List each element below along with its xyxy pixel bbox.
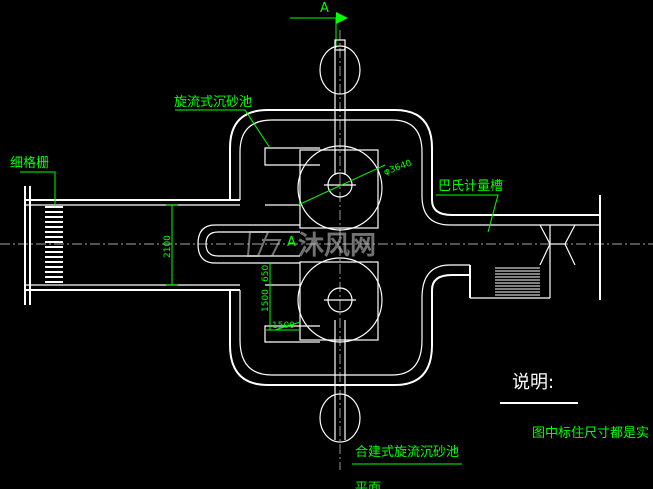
outer-structure (229, 109, 600, 386)
drawing-subtitle: 平面 (355, 481, 381, 489)
section-mark-top-label: A (320, 1, 329, 16)
dim-3640: φ3640 (383, 158, 414, 177)
flume-stairs (495, 267, 540, 296)
watermark-text: 沐风网 (298, 231, 376, 261)
top-mixer (319, 39, 361, 175)
watermark-logo-icon (246, 231, 282, 257)
dimension-2100: 2100 (163, 204, 178, 286)
watermark: 沐风网 (246, 231, 376, 261)
label-flume: 巴氏计量槽 (438, 179, 503, 194)
outlet-flume (469, 195, 601, 300)
dim-1500b: 1500 (272, 321, 295, 331)
fine-screen (45, 206, 63, 283)
inner-slots (264, 147, 320, 343)
center-tongue (197, 224, 300, 264)
upper-chamber (297, 145, 386, 231)
drawing-title: 合建式旋流沉砂池 (355, 445, 459, 460)
inlet-channel (24, 186, 240, 305)
dim-1500: 1500 (261, 289, 271, 312)
section-mark-top: A (290, 1, 348, 48)
label-grit-chamber: 旋流式沉砂池 (174, 95, 252, 110)
lower-chamber (297, 257, 383, 343)
note-text: 图中标住尺寸都是实 (532, 426, 649, 441)
center-lines (0, 30, 653, 470)
dim-2100: 2100 (163, 235, 173, 258)
leader-lines (20, 109, 499, 233)
label-section-mid: A (287, 235, 296, 250)
label-screen: 细格栅 (10, 155, 49, 171)
dim-650: 650 (261, 265, 271, 282)
dimension-lower: 1500 650 1500 (261, 262, 301, 331)
note-title: 说明: (512, 372, 554, 393)
